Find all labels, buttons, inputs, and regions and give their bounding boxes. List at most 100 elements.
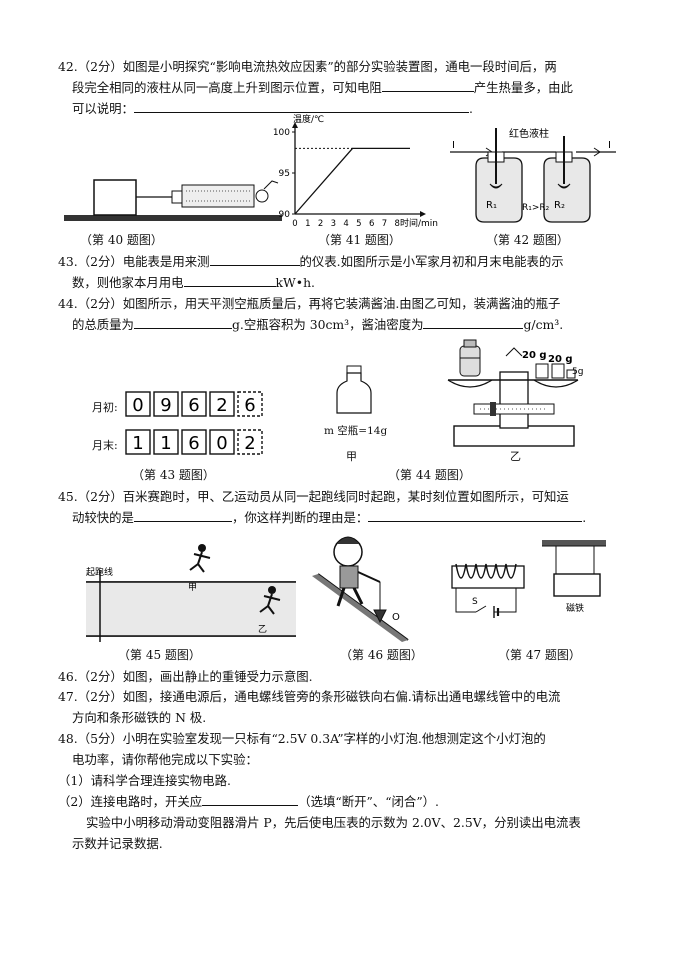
fig42-label-liquid: 红色液柱 — [509, 127, 549, 140]
x-axis-label: 时间/min — [400, 217, 438, 229]
meter-end-digit: 1 — [160, 433, 171, 454]
question-42: 42.（2分）如图是小明探究“影响电流热效应因素”的部分实验装置图，通电一段时间… — [58, 56, 643, 119]
q43-line2-b: kW•h. — [275, 275, 315, 290]
fig42-label-relation: R₁>R₂ — [522, 203, 550, 213]
q44-line2-a: 的总质量为 — [72, 317, 134, 332]
fig45-label-start-line: 起跑线 — [86, 566, 113, 578]
meter-end-digit: 0 — [216, 433, 227, 454]
fig43-label-end: 月末: — [92, 439, 118, 452]
meter-end-digit-box — [209, 429, 235, 455]
q42-line2-a: 段完全相同的液柱从同一高度上升到图示位置，可知电阻 — [72, 80, 382, 95]
q43-blank-energy[interactable] — [183, 273, 276, 287]
figure-47: 磁铁 S — [451, 540, 606, 618]
meter-start-digit: 0 — [132, 395, 143, 416]
y-axis-arrow — [292, 122, 298, 128]
q48-item2-a: （2）连接电路时，开关应 — [58, 794, 203, 809]
q42-period: . — [468, 101, 473, 116]
q43-line2-a: 数，则他家本月用电 — [72, 275, 184, 290]
meter-start-digit-box — [237, 391, 263, 417]
figure-44-jia-bottle — [336, 365, 372, 414]
q42-blank-resistor[interactable] — [381, 78, 474, 92]
figure-45: 起跑线 甲 乙 — [86, 544, 296, 642]
figure-43-caption: （第 43 题图） — [132, 468, 215, 482]
fig44-label-jia: 甲 — [346, 450, 357, 463]
meter-end-digit-box — [125, 429, 151, 455]
meter-end-digit: 1 — [132, 433, 143, 454]
q48-para2: 示数并记录数据. — [72, 836, 163, 851]
meter-end-digit: 2 — [244, 433, 255, 454]
figure-47-caption: （第 47 题图） — [498, 648, 581, 662]
y-tick-label: 90 — [279, 210, 291, 220]
x-tick-label: 5 — [356, 219, 361, 229]
x-tick-label: 7 — [382, 219, 387, 229]
x-tick-label: 3 — [331, 219, 336, 229]
x-tick-label: 1 — [305, 219, 310, 229]
q44-blank-mass[interactable] — [133, 315, 232, 329]
q42-blank-explanation[interactable] — [133, 99, 469, 113]
q43-line1-b: 的仪表.如图所示是小军家月初和月末电能表的示 — [299, 254, 564, 269]
q44-line2-b: g.空瓶容积为 30cm³，酱油密度为 — [231, 317, 424, 332]
q42-line3-a: 可以说明： — [72, 101, 134, 116]
q43-blank-measure[interactable] — [209, 252, 300, 266]
q44-blank-density[interactable] — [423, 315, 524, 329]
q48-para1: 实验中小明移动滑动变阻器滑片 P，先后使电压表的示数为 2.0V、2.5V，分别… — [86, 815, 581, 830]
x-tick-label: 2 — [318, 219, 323, 229]
fig45-label-jia: 甲 — [188, 582, 197, 593]
meter-end-digit-box — [181, 429, 207, 455]
q44-line2-c: g/cm³. — [523, 317, 564, 332]
meter-start-digit: 6 — [188, 395, 199, 416]
meter-end-digit: 6 — [188, 433, 199, 454]
q47-line2: 方向和条形磁铁的 N 极. — [72, 710, 207, 725]
q46-text: 46.（2分）如图，画出静止的重锤受力示意图. — [58, 669, 313, 684]
fig45-label-yi: 乙 — [258, 624, 267, 635]
x-tick-label: 4 — [343, 219, 348, 229]
meter-start-digit: 2 — [216, 395, 227, 416]
meter-start-digit: 9 — [160, 395, 171, 416]
meter-start-digit-box — [153, 391, 179, 417]
figure-45-caption: （第 45 题图） — [118, 648, 201, 662]
fig44-mass-label: m 空瓶=14g — [324, 425, 388, 437]
temperature-series-line — [294, 147, 410, 215]
q48-blank-switch[interactable] — [202, 792, 299, 806]
fig44-label-yi: 乙 — [510, 450, 521, 463]
q45-line1: 45.（2分）百米赛跑时，甲、乙运动员从同一起跑线同时起跑，某时刻位置如图所示，… — [58, 489, 569, 504]
fig43-label-start: 月初: — [92, 401, 118, 414]
fig44-weight-3: 5g — [572, 367, 583, 377]
q48-item2-b: （选填“断开”、“闭合”）. — [298, 794, 439, 809]
q44-line1: 44.（2分）如图所示，用天平测空瓶质量后，再将它装满酱油.由图乙可知，装满酱油… — [58, 296, 561, 311]
q45-blank-reason[interactable] — [368, 508, 583, 522]
q42-line1: 42.（2分）如图是小明探究“影响电流热效应因素”的部分实验装置图，通电一段时间… — [58, 59, 557, 74]
x-tick-label: 6 — [369, 219, 374, 229]
figure-42-caption: （第 42 题图） — [486, 233, 569, 247]
fig42-label-i-right: I — [608, 140, 611, 151]
figure-41-caption: （第 41 题图） — [318, 233, 401, 247]
fig44-weight-2: 20 g — [548, 354, 573, 365]
fig47-label-s: S — [472, 597, 478, 607]
meter-start-digit-box — [209, 391, 235, 417]
fig44-weight-1: 20 g — [522, 350, 547, 361]
question-47: 47.（2分）如图，接通电源后，通电螺线管旁的条形磁铁向右偏.请标出通电螺线管中… — [58, 686, 643, 728]
meter-start-digit-box — [181, 391, 207, 417]
question-48: 48.（5分）小明在实验室发现一只标有“2.5V 0.3A”字样的小灯泡.他想测… — [58, 728, 643, 854]
question-43: 43.（2分）电能表是用来测 的仪表.如图所示是小军家月初和月末电能表的示 数，则… — [58, 251, 643, 293]
q48-item1: （1）请科学合理连接实物电路. — [58, 773, 231, 788]
fig46-label-o: O — [392, 612, 400, 623]
q48-line1: 48.（5分）小明在实验室发现一只标有“2.5V 0.3A”字样的小灯泡.他想测… — [58, 731, 546, 746]
fig42-label-i-left: I — [452, 140, 455, 151]
figure-44-yi-balance: 20 g 20 g 5g — [447, 339, 583, 447]
y-tick-label: 95 — [279, 169, 290, 179]
q42-line2-b: 产生热量多，由此 — [473, 80, 573, 95]
question-44: 44.（2分）如图所示，用天平测空瓶质量后，再将它装满酱油.由图乙可知，装满酱油… — [58, 293, 643, 335]
q45-line2-b: ，你这样判断的理由是： — [231, 510, 369, 525]
q45-blank-faster[interactable] — [133, 508, 232, 522]
meter-start-digit: 6 — [244, 395, 255, 416]
q43-line1-a: 43.（2分）电能表是用来测 — [58, 254, 210, 269]
x-axis-arrow — [420, 211, 426, 217]
meter-end-digit-box — [153, 429, 179, 455]
q48-line2: 电功率，请你帮他完成以下实验： — [72, 752, 258, 767]
meter-end-digit-box — [237, 429, 263, 455]
fig42-label-r2: R₂ — [554, 200, 565, 211]
q47-line1: 47.（2分）如图，接通电源后，通电螺线管旁的条形磁铁向右偏.请标出通电螺线管中… — [58, 689, 561, 704]
